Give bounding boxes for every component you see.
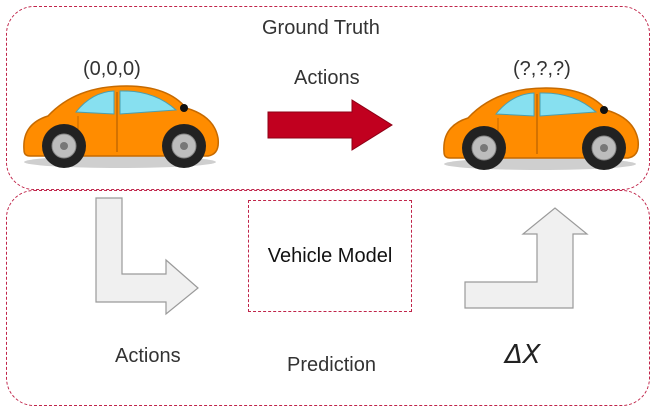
end-car-icon [443, 87, 640, 170]
start-car-icon [23, 85, 220, 168]
prediction-actions-label: Actions [115, 345, 181, 367]
ground-truth-title: Ground Truth [262, 17, 380, 39]
end-coords-label: (?,?,?) [513, 58, 571, 80]
gt-actions-label: Actions [294, 67, 360, 89]
bent-up-arrow-icon [464, 207, 589, 309]
vehicle-model-label: Vehicle Model [267, 244, 393, 267]
start-coords-label: (0,0,0) [83, 58, 141, 80]
delta-x-label: ΔX [505, 340, 541, 370]
right-arrow-icon [267, 99, 393, 151]
l-arrow-icon [95, 197, 199, 316]
prediction-frame [6, 190, 650, 406]
ground-truth-frame [6, 6, 650, 190]
vehicle-model-box: Vehicle Model [248, 200, 412, 312]
prediction-title: Prediction [287, 354, 376, 376]
